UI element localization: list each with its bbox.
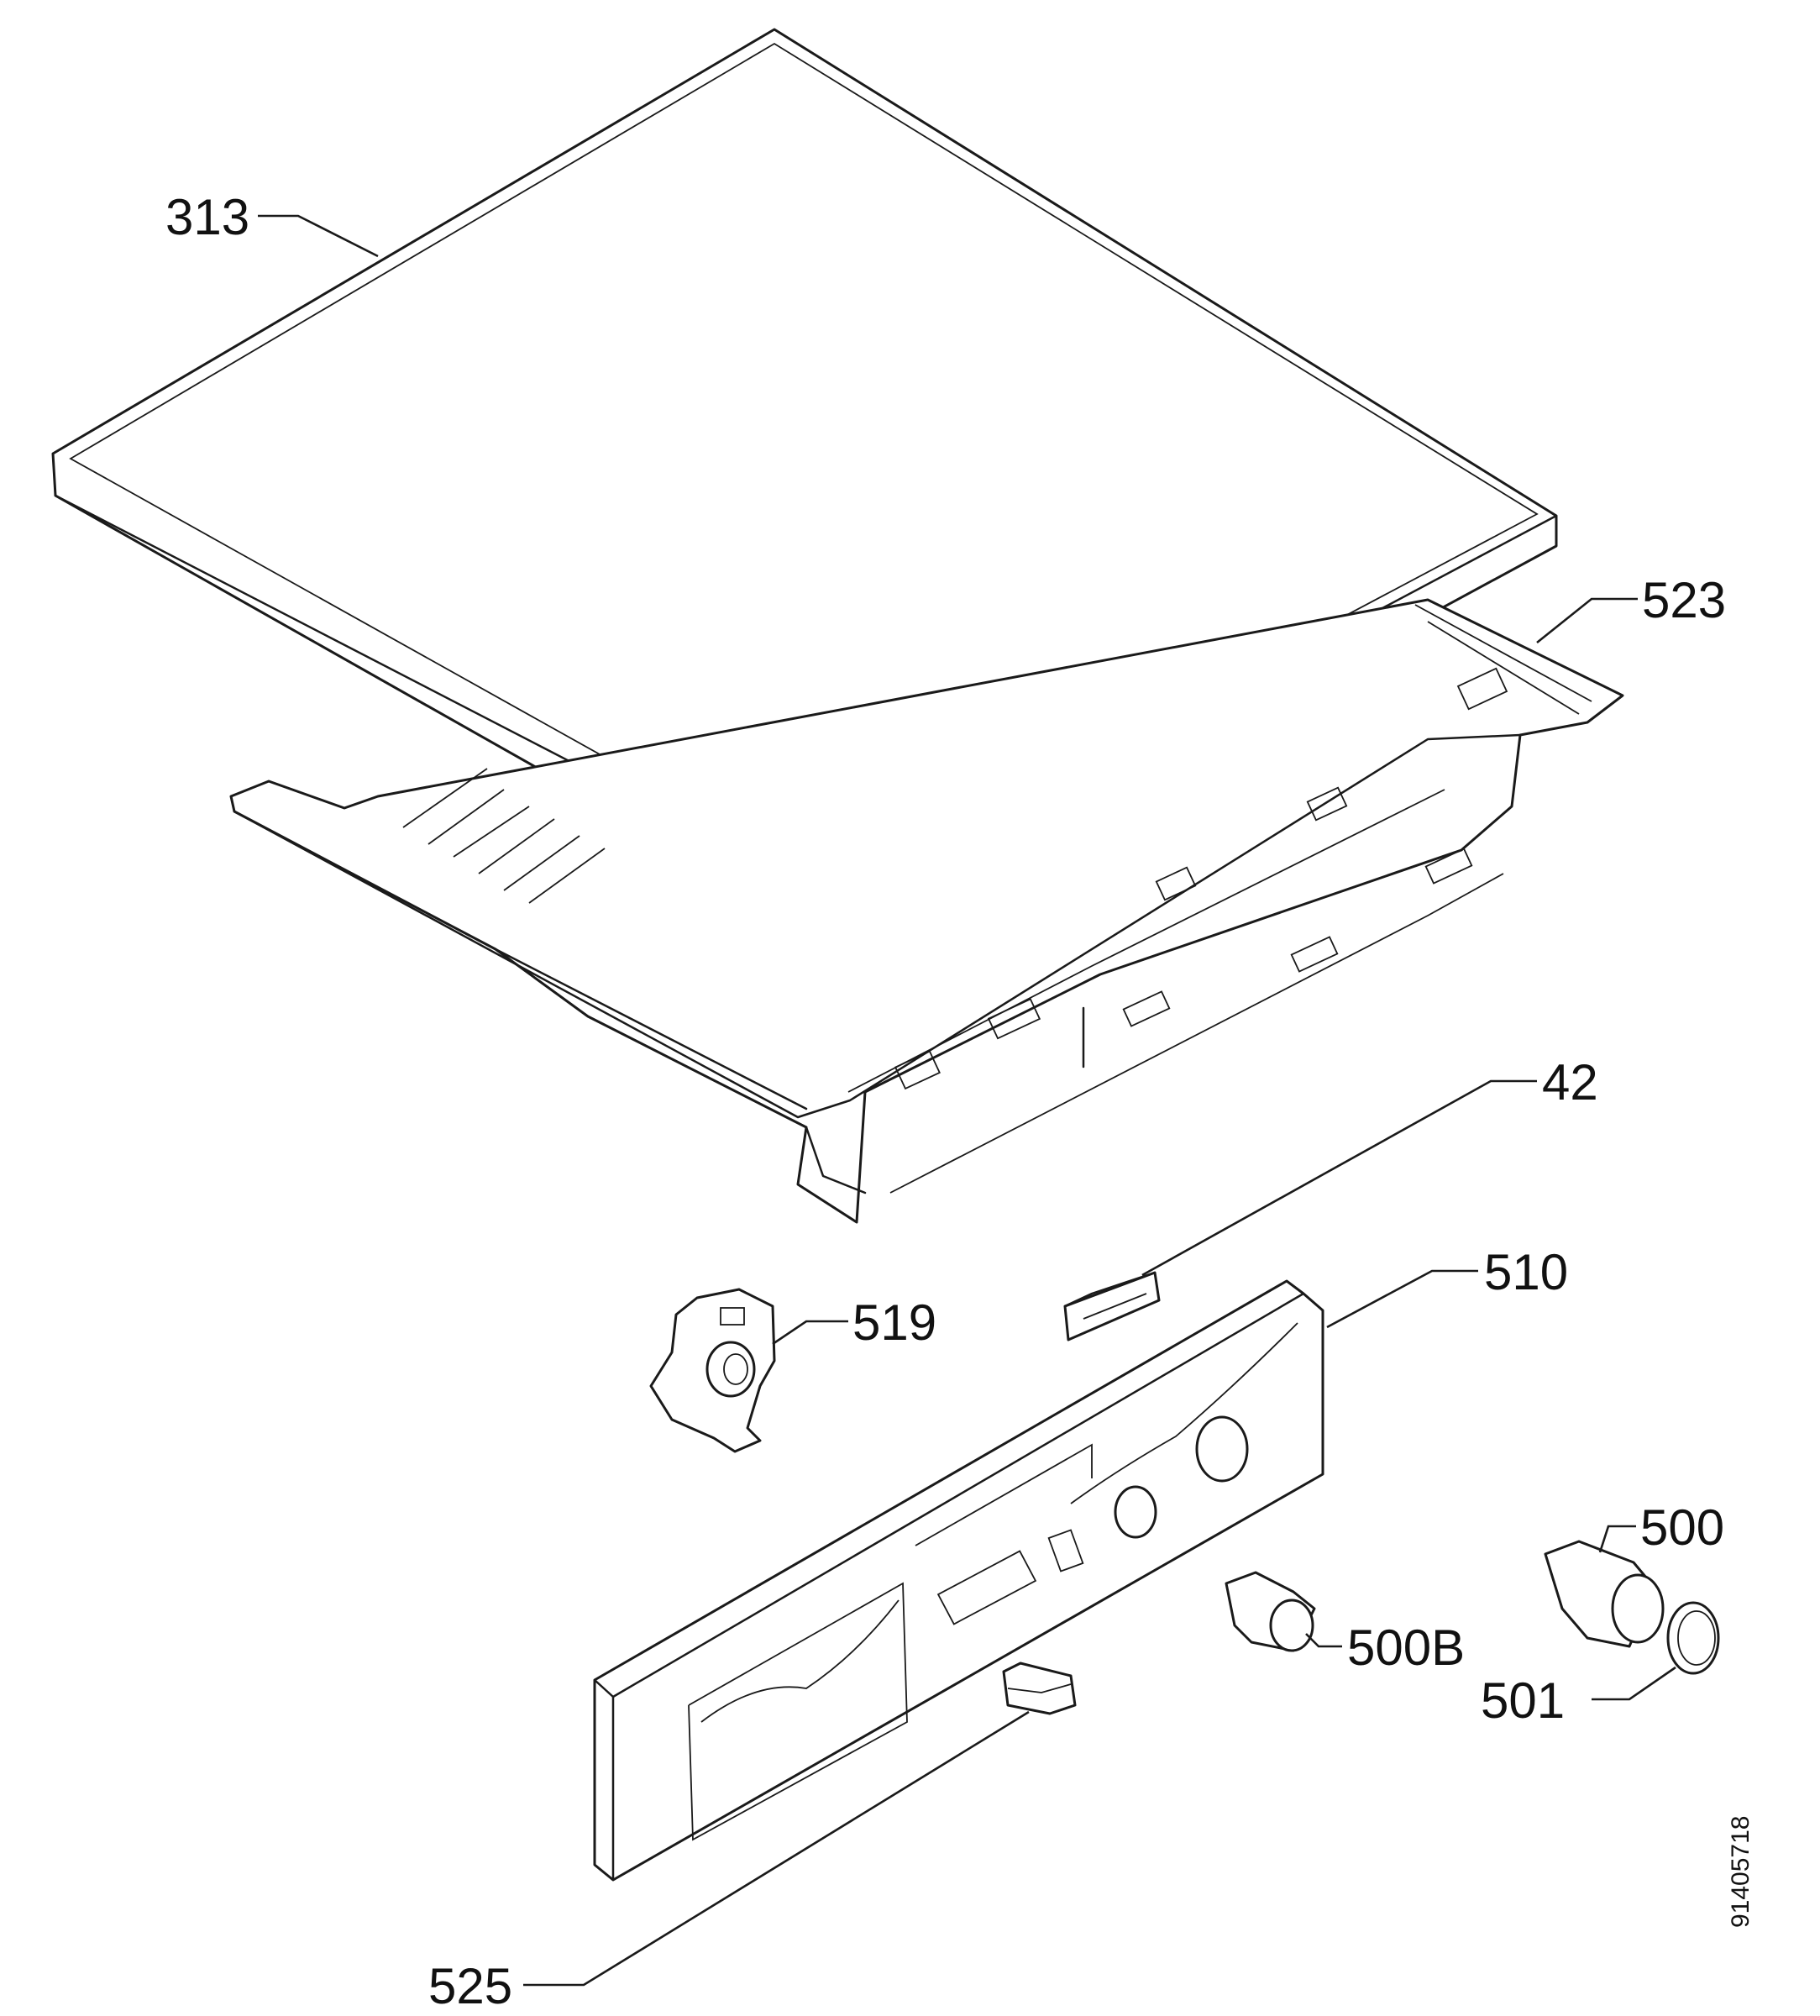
part-42: [1063, 1271, 1161, 1341]
leader-500: [1598, 1525, 1636, 1553]
leader-510: [1326, 1269, 1478, 1329]
callout-523: 523: [1642, 572, 1726, 628]
leader-523: [1536, 597, 1638, 644]
callout-501: 501: [1481, 1672, 1565, 1729]
leader-42: [1141, 1079, 1537, 1277]
callout-510: 510: [1484, 1244, 1568, 1300]
control-panel-frame-part: [229, 598, 1624, 1224]
callout-525: 525: [428, 1958, 512, 2014]
knob-cap-501-part: [1666, 1601, 1720, 1675]
callout-313: 313: [165, 189, 249, 245]
callout-42: 42: [1542, 1054, 1598, 1110]
leader-525: [523, 1710, 1030, 1987]
switch-525-part: [1002, 1662, 1077, 1715]
leader-500b: [1305, 1633, 1342, 1648]
knob-500-part: [1544, 1540, 1665, 1648]
leader-313: [258, 214, 379, 258]
part-519: [649, 1288, 776, 1453]
document-number: 91405718: [1727, 1816, 1754, 1928]
leader-lines: [258, 214, 1676, 1987]
fascia-panel-part: [593, 1279, 1324, 1882]
callout-519: 519: [852, 1294, 936, 1351]
callout-500: 500: [1640, 1499, 1724, 1556]
leader-519: [772, 1320, 848, 1346]
leader-501: [1592, 1666, 1676, 1701]
knob-500b-part: [1225, 1571, 1316, 1652]
callout-500b: 500B: [1347, 1620, 1465, 1676]
callout-labels: 313 523 42 510 519 500 500B 501 525: [165, 189, 1726, 2014]
